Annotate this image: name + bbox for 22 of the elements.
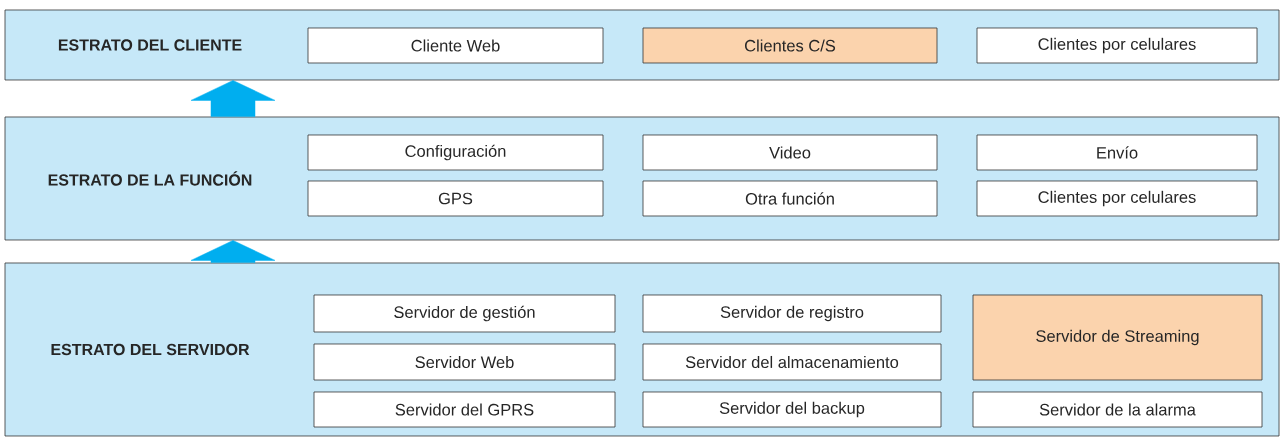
component-box: Configuración: [307, 134, 604, 171]
block-arrow: [190, 80, 276, 117]
component-box: Servidor de la alarma: [972, 391, 1263, 428]
layer-heading: ESTRATO DEL CLIENTE: [58, 39, 242, 51]
component-box: Servidor de Streaming: [972, 294, 1263, 381]
block-arrow: [190, 240, 276, 263]
component-box: Servidor del almacenamiento: [642, 343, 942, 381]
component-box: GPS: [307, 180, 604, 217]
component-box: Servidor de gestión: [313, 294, 616, 333]
component-box: Clientes por celulares: [976, 180, 1258, 217]
component-box: Otra función: [642, 180, 938, 217]
component-box: Clientes por celulares: [976, 27, 1258, 64]
component-box: Servidor de registro: [642, 294, 942, 333]
component-box: Video: [642, 134, 938, 171]
component-box: Servidor del backup: [642, 391, 942, 428]
component-box: Clientes C/S: [642, 27, 938, 64]
layer-heading: ESTRATO DE LA FUNCIÓN: [48, 171, 252, 186]
component-box: Servidor del GPRS: [313, 391, 616, 428]
component-box: Servidor Web: [313, 343, 616, 381]
component-box: Cliente Web: [307, 27, 604, 64]
layer-heading: ESTRATO DEL SERVIDOR: [51, 343, 250, 356]
component-box: Envío: [976, 134, 1258, 171]
